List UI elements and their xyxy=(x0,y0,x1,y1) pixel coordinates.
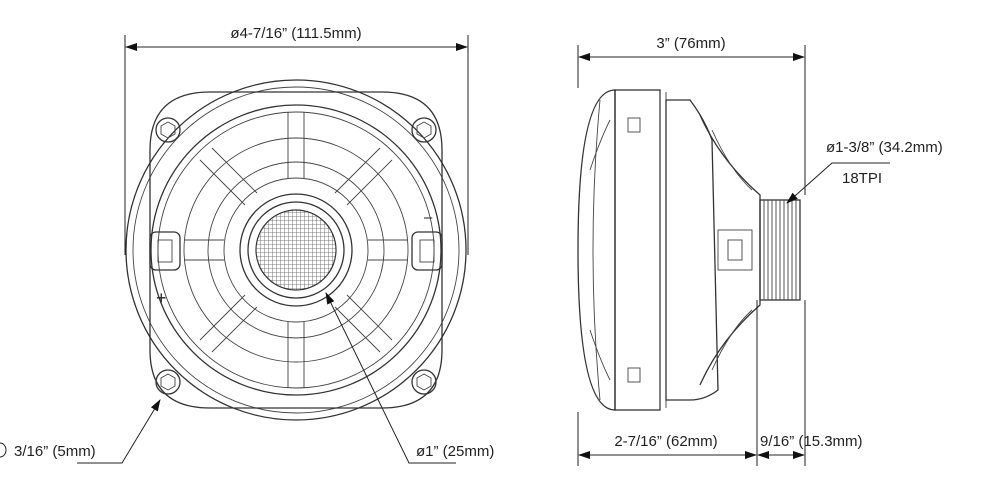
mounting-bolt xyxy=(411,369,437,395)
mounting-bolt xyxy=(411,117,437,143)
terminal-positive xyxy=(149,231,181,271)
thread-diameter-label: ø1-3/8” (34.2mm) xyxy=(826,139,943,156)
thread-pitch-label: 18TPI xyxy=(842,170,882,187)
flange-side xyxy=(614,89,661,411)
overall-depth-label: 3” (76mm) xyxy=(656,35,725,52)
thread-length-label: 9/16” (15.3mm) xyxy=(760,433,863,450)
side-view xyxy=(577,89,801,411)
body-depth-dimension: 2-7/16” (62mm) xyxy=(577,300,758,466)
rear-cap xyxy=(699,114,761,386)
body-depth-label: 2-7/16” (62mm) xyxy=(614,433,717,450)
grille-spokes xyxy=(184,112,408,388)
mounting-bolt xyxy=(155,117,181,143)
terminal-negative xyxy=(411,231,443,271)
overall-depth-dimension: 3” (76mm) xyxy=(577,35,806,195)
mounting-flange xyxy=(149,91,443,409)
overall-diameter-dimension: ø4-7/16” (111.5mm) xyxy=(124,25,469,255)
throat-diameter-callout: ø1” (25mm) xyxy=(325,292,494,464)
front-view: – + xyxy=(125,79,467,421)
front-grille-dome xyxy=(577,89,616,411)
outer-rim xyxy=(125,79,467,421)
mounting-hole-label: 3/16” (5mm) xyxy=(14,443,96,460)
mounting-bolt xyxy=(155,369,181,395)
throat-diameter-label: ø1” (25mm) xyxy=(416,443,494,460)
throat-mesh xyxy=(255,209,337,291)
terminal-minus-label: – xyxy=(424,209,433,226)
terminal-plus-label: + xyxy=(156,288,167,308)
mounting-hole-callout: 3/16” (5mm) xyxy=(0,399,161,464)
thread-callout: ø1-3/8” (34.2mm) 18TPI xyxy=(786,139,943,204)
thread-lines xyxy=(763,200,797,300)
thread-length-dimension: 9/16” (15.3mm) xyxy=(757,300,863,466)
overall-diameter-label: ø4-7/16” (111.5mm) xyxy=(230,25,361,42)
motor-housing xyxy=(665,99,719,401)
